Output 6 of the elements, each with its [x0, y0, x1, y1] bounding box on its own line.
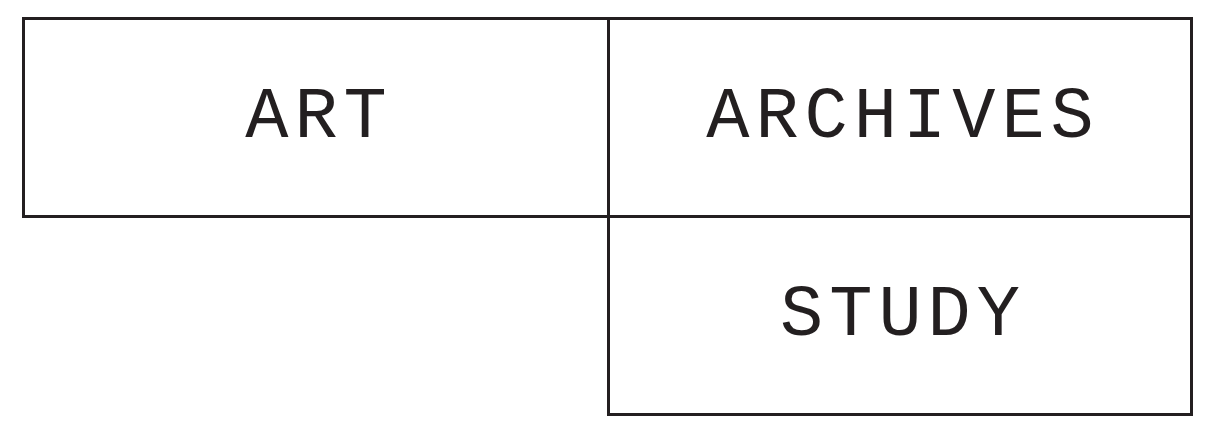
room-box — [22, 17, 607, 218]
room-label: ART — [244, 81, 393, 154]
room-box — [607, 17, 1193, 218]
room-label: ARCHIVES — [705, 81, 1100, 154]
room-label: STUDY — [778, 279, 1026, 352]
room-box — [607, 218, 1193, 416]
